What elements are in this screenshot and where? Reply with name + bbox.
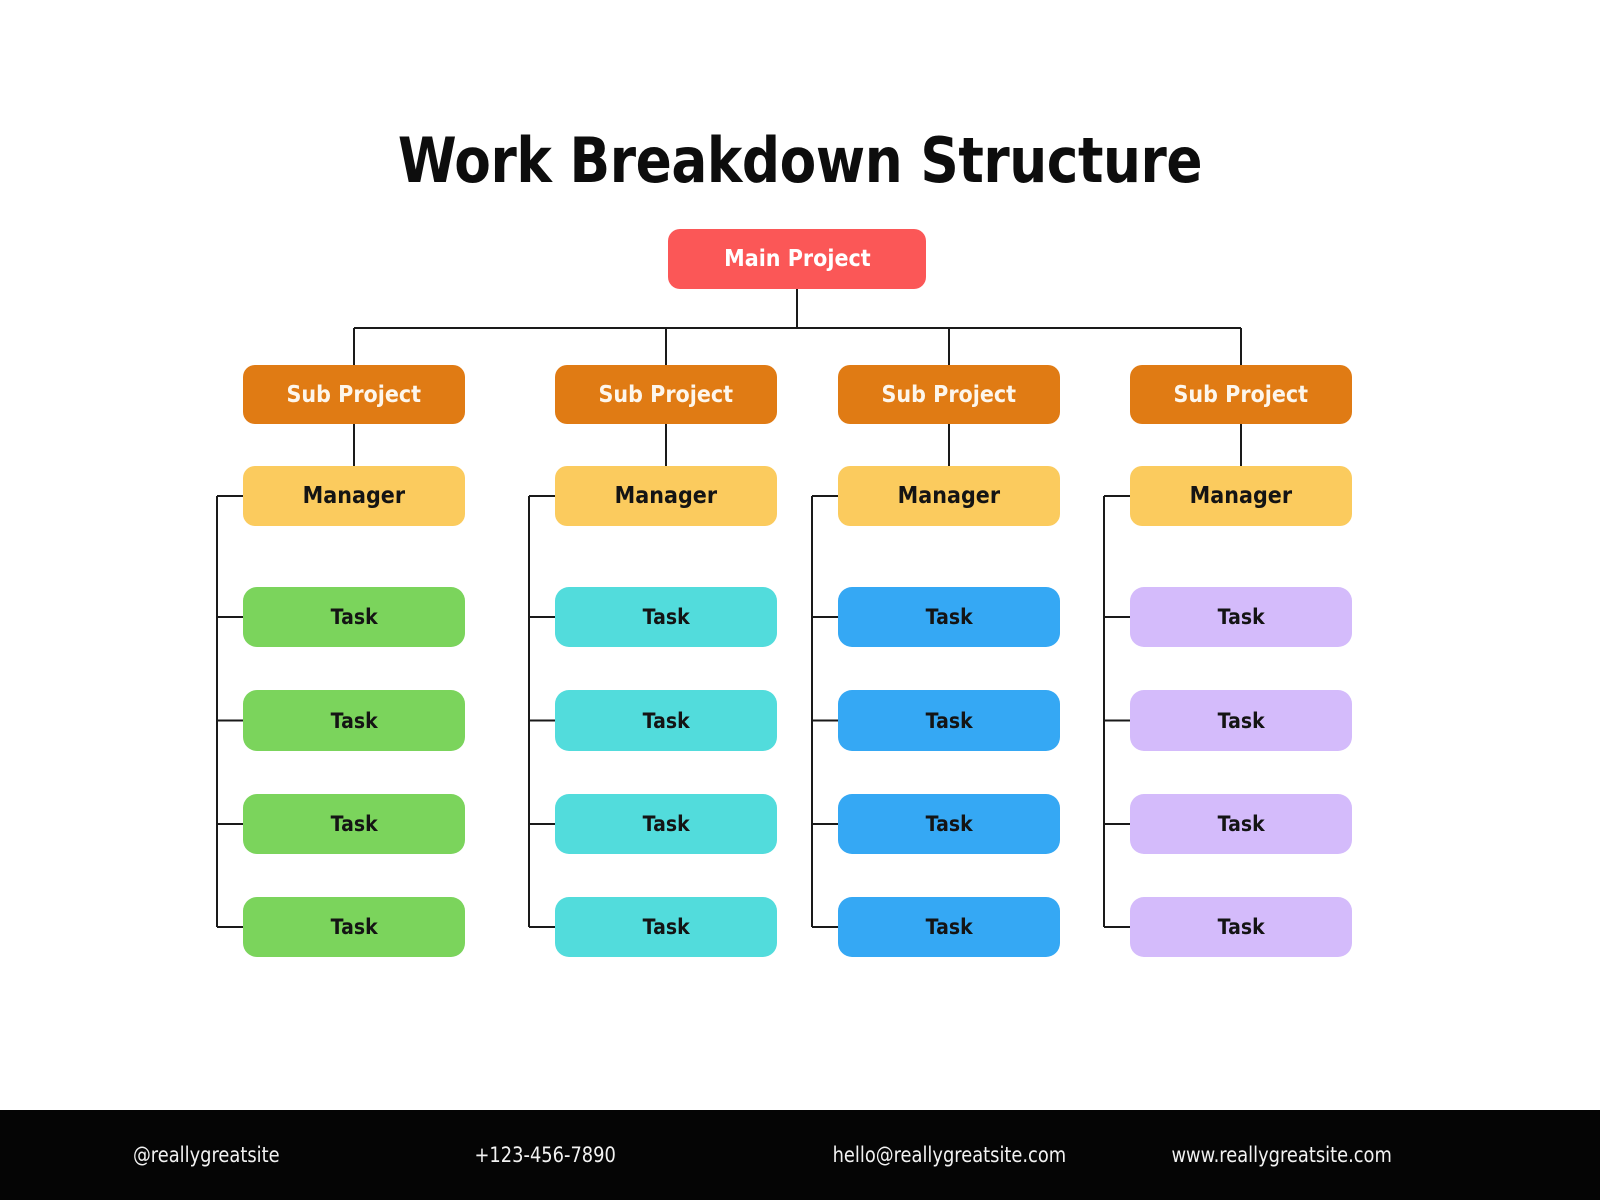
node-task-4-3[interactable]: Task [1130, 794, 1352, 854]
node-label: Task [330, 812, 378, 836]
node-label: Sub Project [286, 381, 422, 408]
node-label: Task [642, 812, 690, 836]
node-label: Task [642, 605, 690, 629]
node-label: Manager [1189, 483, 1293, 509]
node-label: Manager [302, 483, 406, 509]
node-task-3-2[interactable]: Task [838, 690, 1060, 751]
node-manager-3[interactable]: Manager [838, 466, 1060, 526]
node-task-4-1[interactable]: Task [1130, 587, 1352, 647]
page-title: Work Breakdown Structure [397, 124, 1203, 197]
node-label: Task [925, 812, 973, 836]
footer-phone: +123-456-7890 [474, 1143, 616, 1167]
node-task-2-4[interactable]: Task [555, 897, 777, 957]
work-breakdown-diagram: Main Project Sub Project Manager Task Ta… [216, 229, 1352, 957]
node-task-4-2[interactable]: Task [1130, 690, 1352, 751]
node-label: Task [925, 915, 973, 939]
node-task-1-4[interactable]: Task [243, 897, 465, 957]
footer-website: www.reallygreatsite.com [1171, 1143, 1392, 1167]
node-task-4-4[interactable]: Task [1130, 897, 1352, 957]
node-label: Sub Project [881, 381, 1017, 408]
node-task-3-4[interactable]: Task [838, 897, 1060, 957]
node-sub-project-2[interactable]: Sub Project [555, 365, 777, 424]
node-task-1-1[interactable]: Task [243, 587, 465, 647]
node-label: Task [925, 708, 973, 733]
node-label: Sub Project [1173, 381, 1309, 408]
node-label: Main Project [723, 246, 871, 272]
connector-lines [216, 289, 1242, 928]
node-manager-2[interactable]: Manager [555, 466, 777, 526]
node-sub-project-4[interactable]: Sub Project [1130, 365, 1352, 424]
node-label: Task [925, 605, 973, 629]
footer-bar: @reallygreatsite +123-456-7890 hello@rea… [0, 1110, 1600, 1200]
node-label: Task [1217, 708, 1265, 733]
node-task-1-3[interactable]: Task [243, 794, 465, 854]
node-manager-4[interactable]: Manager [1130, 466, 1352, 526]
node-task-3-3[interactable]: Task [838, 794, 1060, 854]
node-label: Manager [614, 483, 718, 509]
node-label: Task [642, 915, 690, 939]
footer-email: hello@reallygreatsite.com [832, 1143, 1067, 1167]
node-task-3-1[interactable]: Task [838, 587, 1060, 647]
node-label: Task [642, 708, 690, 733]
node-label: Task [1217, 812, 1265, 836]
node-sub-project-3[interactable]: Sub Project [838, 365, 1060, 424]
node-task-2-3[interactable]: Task [555, 794, 777, 854]
node-task-1-2[interactable]: Task [243, 690, 465, 751]
node-label: Manager [897, 483, 1001, 509]
node-sub-project-1[interactable]: Sub Project [243, 365, 465, 424]
node-label: Task [330, 708, 378, 733]
footer-social-handle: @reallygreatsite [132, 1143, 280, 1167]
node-label: Task [1217, 605, 1265, 629]
node-label: Task [330, 915, 378, 939]
node-task-2-2[interactable]: Task [555, 690, 777, 751]
node-label: Task [1217, 915, 1265, 939]
node-label: Sub Project [598, 381, 734, 408]
node-label: Task [330, 605, 378, 629]
node-task-2-1[interactable]: Task [555, 587, 777, 647]
node-manager-1[interactable]: Manager [243, 466, 465, 526]
node-main-project[interactable]: Main Project [668, 229, 926, 289]
